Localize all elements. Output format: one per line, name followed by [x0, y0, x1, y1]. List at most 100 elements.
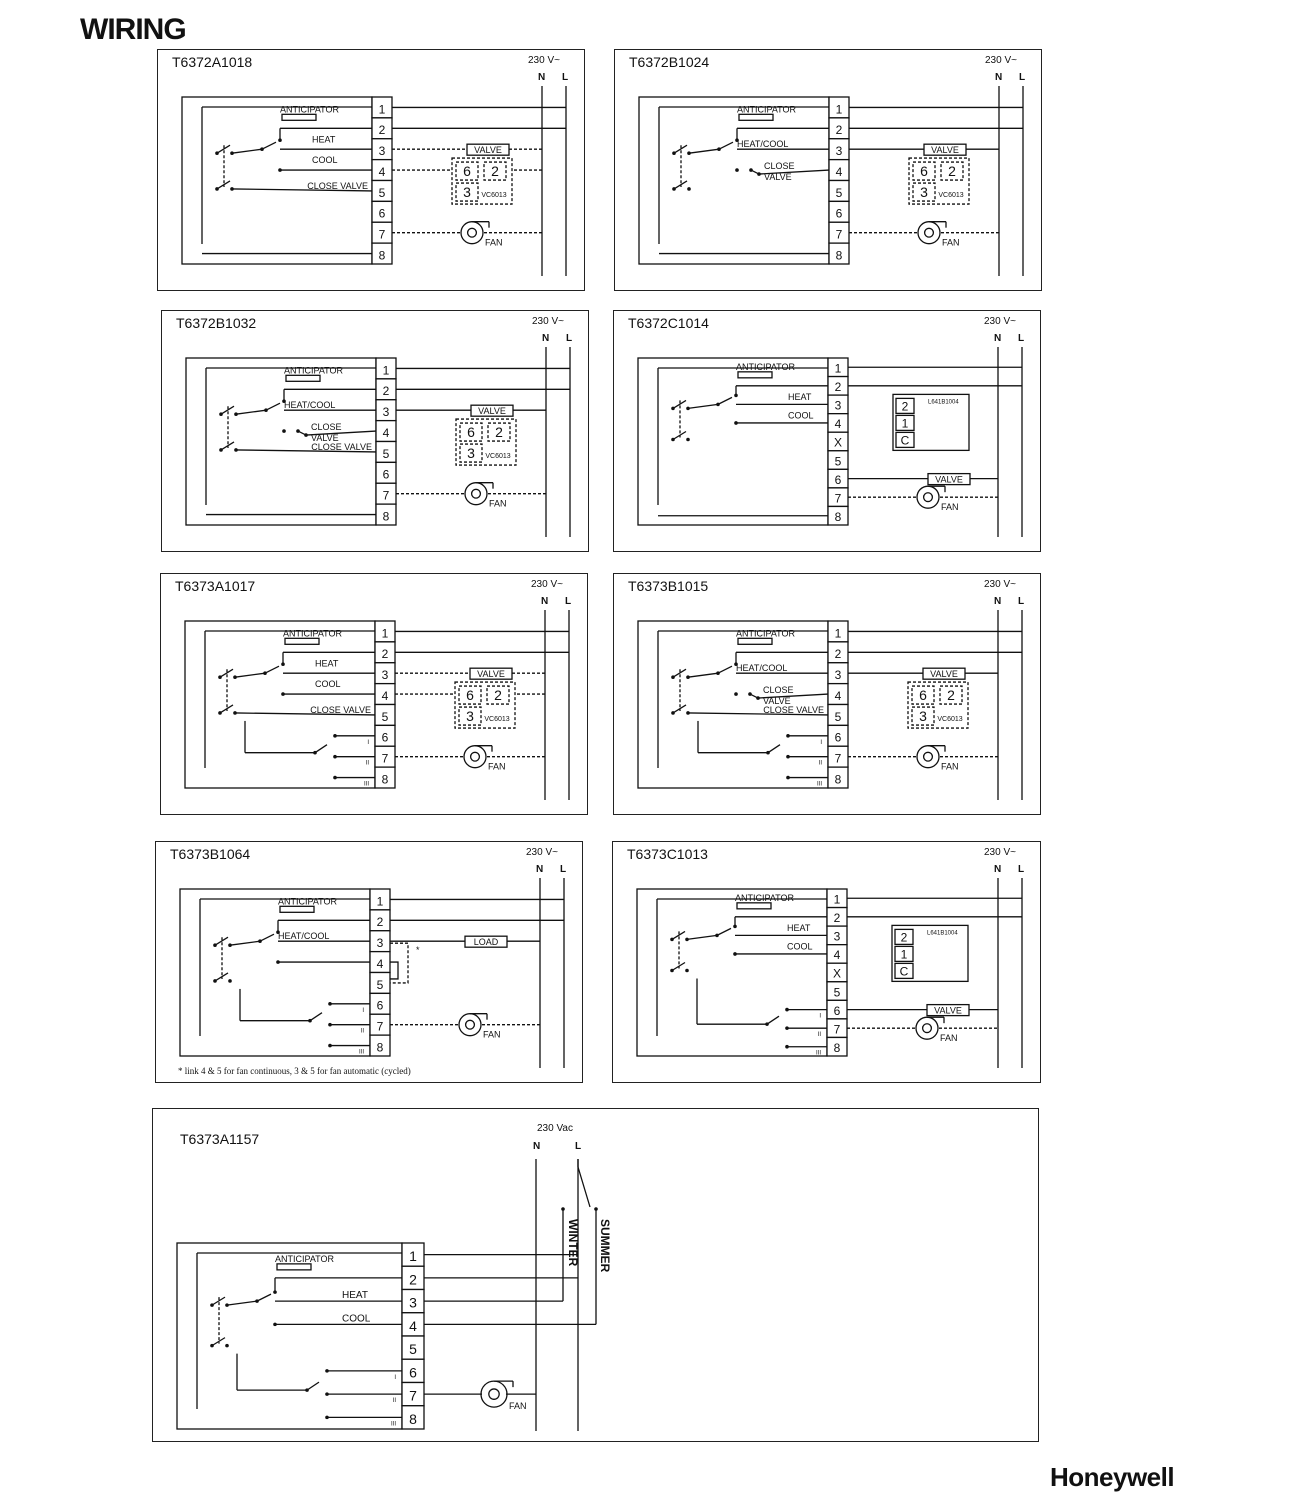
neutral-label: N: [542, 333, 550, 344]
vc6013-terminal-6: [912, 161, 936, 181]
terminal-label: 4: [409, 1318, 417, 1334]
internal-wire: [235, 409, 267, 415]
internal-wire: [234, 672, 266, 678]
anticipator-resistor: [279, 905, 315, 913]
relay-terminal-label: 1: [901, 947, 908, 961]
terminal-label: 3: [834, 930, 841, 944]
valve-label: VALVE: [935, 475, 963, 485]
valve-label: VALVE: [474, 145, 502, 155]
switch-blade: [259, 933, 275, 942]
terminal-label: 7: [834, 1022, 841, 1036]
terminal-label: 5: [836, 186, 843, 200]
contact-point: [225, 1303, 229, 1307]
fan-speed-label: II: [818, 1032, 822, 1038]
neutral-label: N: [994, 596, 1002, 607]
live-label: L: [566, 333, 573, 344]
internal-wire: [305, 430, 377, 436]
relay-terminal: [895, 431, 915, 449]
thermostat-body: [181, 96, 373, 265]
terminal-label: 8: [836, 248, 843, 262]
terminal-label: 5: [409, 1341, 417, 1357]
fan-hub-icon: [923, 227, 935, 238]
vc6013-terminal-label: 2: [494, 687, 502, 703]
fan-label: FAN: [485, 238, 503, 248]
diagram-group: 12345678ANTICIPATORHEAT/COOLCLOSEVALVECL…: [637, 610, 1023, 800]
vc6013-terminal-label: 3: [467, 445, 475, 461]
valve-short-label: VALVE: [311, 433, 339, 443]
switch-blade: [672, 399, 687, 409]
supply-voltage-label: 230 V~: [531, 579, 563, 590]
terminal-label: 2: [835, 380, 842, 394]
terminal-label: X: [833, 967, 841, 981]
fan-hub-icon: [922, 492, 934, 503]
thermostat-body: [637, 357, 829, 526]
winter-label: WINTER: [566, 1219, 580, 1267]
link-wire: [390, 942, 409, 984]
fan-icon: [917, 221, 941, 245]
fan-label: FAN: [488, 762, 506, 772]
fan-speed-label: II: [361, 1029, 365, 1035]
fan-label: FAN: [489, 499, 507, 509]
neutral-label: N: [994, 333, 1002, 344]
vc6013-label: VC6013: [485, 453, 510, 460]
relay-label: L641B1004: [927, 930, 958, 936]
terminal-label: X: [834, 436, 842, 450]
wiring-diagram: 12345678ANTICIPATORHEAT/COOLCLOSEVALVEFA…: [638, 86, 1024, 276]
live-label: L: [562, 72, 569, 83]
terminal-label: 6: [379, 207, 386, 221]
fan-speed-label: III: [817, 782, 822, 788]
terminal-label: 4: [382, 689, 389, 703]
vc6013-terminal-label: 6: [467, 424, 475, 440]
fan-label: FAN: [941, 762, 959, 772]
relay-label: L641B1004: [928, 399, 959, 405]
fan-icon: [916, 485, 940, 509]
terminal-label: 4: [836, 165, 843, 179]
terminal-label: 4: [835, 417, 842, 431]
panel-title: T6373C1013: [627, 846, 708, 862]
fan-icon: [458, 1013, 482, 1037]
relay-terminal-label: C: [900, 964, 909, 978]
terminal-label: 6: [377, 999, 384, 1013]
live-label: L: [1018, 333, 1025, 344]
terminal-label: 5: [383, 447, 390, 461]
diagram-group: 1234X5678ANTICIPATORHEATCOOLFANL641B1004…: [637, 347, 1023, 537]
anticipator-resistor: [736, 902, 772, 910]
fan-speed-label: III: [364, 782, 369, 788]
cool-label: COOL: [315, 679, 341, 689]
heat-label: HEAT: [342, 1290, 368, 1301]
supply-voltage-label: 230 V~: [985, 55, 1017, 66]
heat-cool-label: HEAT/COOL: [284, 400, 335, 410]
link-asterisk: *: [416, 945, 420, 955]
contact-point: [228, 943, 232, 947]
wiring-diagram: 1234X5678ANTICIPATORHEATCOOLIIIIIIFANL64…: [636, 878, 1023, 1068]
switch-blade: [309, 1012, 323, 1022]
panel-title: T6373A1157: [180, 1131, 260, 1147]
internal-wire: [687, 403, 719, 410]
vc6013-label: VC6013: [484, 716, 509, 723]
vc6013-terminal-3: [458, 706, 482, 726]
internal-wire: [688, 148, 720, 154]
vc6013-terminal-2: [483, 161, 507, 181]
anticipator-label: ANTICIPATOR: [737, 104, 797, 114]
fan-speed-label: III: [359, 1050, 364, 1056]
terminal-label: 3: [377, 936, 384, 950]
panel-title: T6372A1018: [172, 54, 253, 70]
terminal-label: 4: [377, 957, 384, 971]
live-label: L: [560, 864, 567, 875]
supply-voltage-label: 230 V~: [532, 316, 564, 327]
supply-voltage-label: 230 V~: [984, 579, 1016, 590]
terminal-label: 8: [379, 248, 386, 262]
supply-voltage-label: 230 Vac: [537, 1123, 573, 1134]
panel-title: T6372B1032: [176, 315, 257, 331]
cool-label: COOL: [787, 941, 813, 951]
anticipator-label: ANTICIPATOR: [275, 1254, 335, 1264]
anticipator-label: ANTICIPATOR: [735, 893, 795, 903]
